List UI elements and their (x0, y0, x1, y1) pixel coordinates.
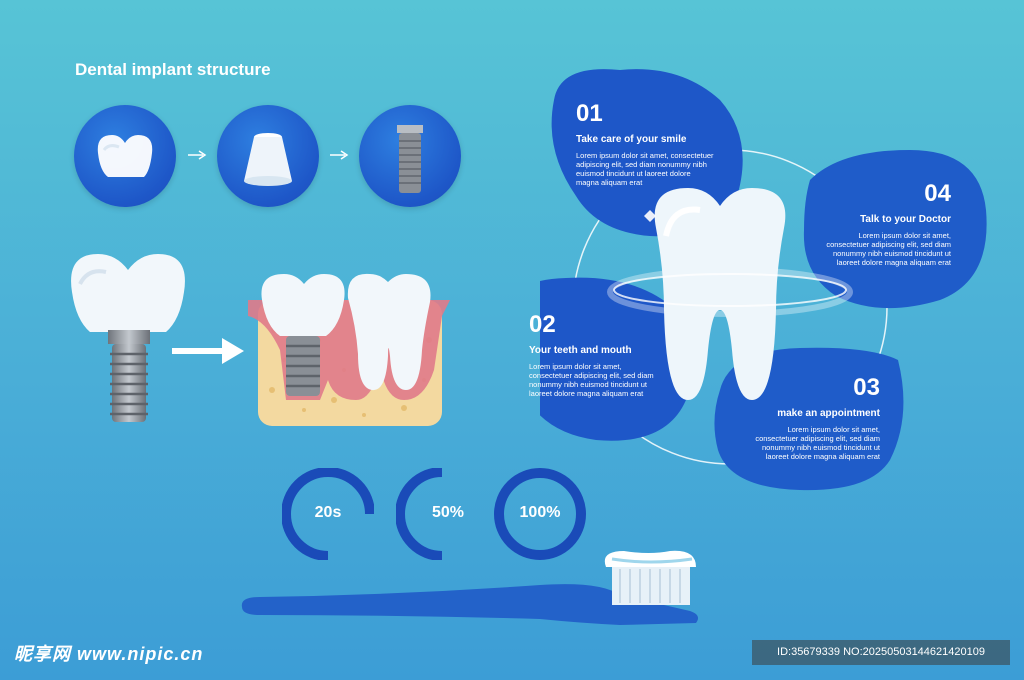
card-body: Lorem ipsum dolor sit amet, consectetuer… (576, 151, 714, 187)
implant-screw-icon (397, 125, 423, 193)
crown-icon (97, 135, 153, 177)
progress-ring (494, 468, 586, 560)
card-body: Lorem ipsum dolor sit amet, consectetuer… (826, 231, 951, 267)
tooth-care-infographic (516, 60, 1010, 505)
toothbrush-illustration (240, 545, 710, 635)
card-number: 03 (853, 374, 880, 401)
image-id-watermark: ID:35679339 NO:20250503144621420109 (752, 640, 1010, 665)
page-title: Dental implant structure (75, 60, 271, 79)
info-card-02: 02 Your teeth and mouth Lorem ipsum dolo… (529, 311, 679, 398)
jaw-illustration (244, 270, 454, 435)
step-abutment (217, 105, 319, 207)
step-implant (359, 105, 461, 207)
progress-ring (396, 468, 443, 560)
card-body: Lorem ipsum dolor sit amet, consectetuer… (529, 362, 654, 398)
stat-ring-100: 100% (494, 468, 586, 560)
card-heading: Your teeth and mouth (529, 345, 632, 356)
card-heading: Talk to your Doctor (860, 214, 951, 225)
card-body: Lorem ipsum dolor sit amet, consectetuer… (755, 425, 880, 461)
stat-label: 50% (431, 504, 465, 521)
arrow-right-icon (187, 148, 209, 164)
card-heading: Take care of your smile (576, 134, 687, 145)
stat-label: 20s (314, 504, 342, 521)
arrow-right-icon (329, 148, 351, 164)
info-card-04: 04 Talk to your Doctor Lorem ipsum dolor… (816, 180, 951, 267)
implant-illustration (66, 250, 191, 440)
abutment-icon (244, 133, 292, 186)
stat-ring-50: 50% (396, 468, 488, 560)
site-watermark: 昵享网 www.nipic.cn (14, 644, 204, 664)
info-card-03: 03 make an appointment Lorem ipsum dolor… (740, 374, 880, 461)
card-heading: make an appointment (777, 408, 880, 419)
card-number: 01 (576, 100, 603, 127)
arrow-right-icon (172, 338, 244, 369)
card-number: 04 (924, 180, 951, 207)
info-card-01: 01 Take care of your smile Lorem ipsum d… (576, 100, 746, 187)
card-number: 02 (529, 311, 556, 338)
stat-ring-20s: 20s (282, 468, 374, 560)
progress-ring (282, 468, 374, 560)
stat-label: 100% (519, 504, 561, 521)
step-crown (74, 105, 176, 207)
